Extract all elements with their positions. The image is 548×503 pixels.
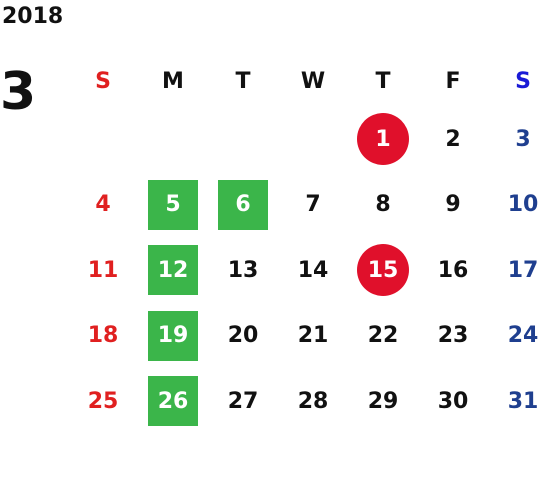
calendar-year: 2018: [2, 4, 64, 29]
highlight-circle: [357, 244, 409, 296]
date-number: 24: [507, 323, 539, 348]
weekday-header-saturday: S: [515, 68, 531, 94]
date-cell-1[interactable]: 1: [346, 113, 420, 165]
date-number: 14: [297, 257, 329, 283]
date-number: 1: [375, 126, 391, 152]
highlight-square: [148, 245, 198, 295]
date-number: 27: [227, 388, 259, 414]
date-cell-14[interactable]: 14: [276, 247, 350, 293]
weekday-header-thursday: T: [375, 68, 391, 94]
date-number: 29: [367, 388, 399, 414]
date-cell-16[interactable]: 16: [416, 247, 490, 293]
date-cell-2[interactable]: 2: [416, 116, 490, 162]
date-number: 9: [445, 192, 461, 217]
weekday-header-wednesday: W: [300, 68, 326, 94]
date-number: 18: [87, 323, 119, 348]
date-number: 31: [507, 388, 539, 414]
date-number: 13: [227, 257, 259, 283]
date-number: 25: [87, 388, 119, 414]
date-cell-30[interactable]: 30: [416, 378, 490, 424]
date-cell-10[interactable]: 10: [486, 182, 548, 228]
date-number: 22: [367, 323, 399, 348]
date-cell-4[interactable]: 4: [66, 182, 140, 228]
date-cell-11[interactable]: 11: [66, 247, 140, 293]
date-number: 6: [235, 192, 251, 217]
date-number: 23: [437, 323, 469, 348]
highlight-circle: [357, 113, 409, 165]
date-number: 15: [367, 257, 399, 283]
date-cell-18[interactable]: 18: [66, 313, 140, 359]
date-cell-25[interactable]: 25: [66, 378, 140, 424]
weekday-header-tuesday: T: [235, 68, 251, 94]
date-cell-9[interactable]: 9: [416, 182, 490, 228]
date-cell-24[interactable]: 24: [486, 313, 548, 359]
date-number: 19: [157, 323, 189, 348]
date-cell-17[interactable]: 17: [486, 247, 548, 293]
date-number: 16: [437, 257, 469, 283]
date-cell-12[interactable]: 12: [136, 245, 210, 295]
date-cell-3[interactable]: 3: [486, 116, 548, 162]
date-cell-26[interactable]: 26: [136, 376, 210, 426]
date-number: 7: [305, 192, 321, 217]
date-number: 5: [165, 192, 181, 217]
date-cell-19[interactable]: 19: [136, 310, 210, 361]
date-number: 26: [157, 388, 189, 414]
date-cell-28[interactable]: 28: [276, 378, 350, 424]
date-cell-23[interactable]: 23: [416, 313, 490, 359]
weekday-header-monday: M: [162, 68, 184, 94]
calendar-month: 3: [0, 62, 37, 122]
date-cell-31[interactable]: 31: [486, 378, 548, 424]
date-number: 11: [87, 257, 119, 283]
date-number: 4: [95, 192, 111, 217]
date-number: 21: [297, 323, 329, 348]
highlight-square: [148, 179, 198, 230]
date-cell-21[interactable]: 21: [276, 313, 350, 359]
date-number: 8: [375, 192, 391, 217]
date-number: 2: [445, 126, 461, 152]
date-number: 28: [297, 388, 329, 414]
date-cell-8[interactable]: 8: [346, 182, 420, 228]
highlight-square: [148, 310, 198, 361]
date-cell-29[interactable]: 29: [346, 378, 420, 424]
date-number: 20: [227, 323, 259, 348]
highlight-square: [148, 376, 198, 426]
weekday-header-friday: F: [445, 68, 461, 94]
weekday-header-sunday: S: [95, 68, 111, 94]
date-cell-7[interactable]: 7: [276, 182, 350, 228]
date-cell-13[interactable]: 13: [206, 247, 280, 293]
date-number: 30: [437, 388, 469, 414]
date-cell-27[interactable]: 27: [206, 378, 280, 424]
date-cell-6[interactable]: 6: [206, 179, 280, 230]
highlight-square: [218, 179, 268, 230]
date-cell-20[interactable]: 20: [206, 313, 280, 359]
date-number: 10: [507, 192, 539, 217]
date-number: 3: [515, 126, 531, 152]
date-number: 17: [507, 257, 539, 283]
date-number: 12: [157, 257, 189, 283]
date-cell-15[interactable]: 15: [346, 244, 420, 296]
date-cell-22[interactable]: 22: [346, 313, 420, 359]
date-cell-5[interactable]: 5: [136, 179, 210, 230]
